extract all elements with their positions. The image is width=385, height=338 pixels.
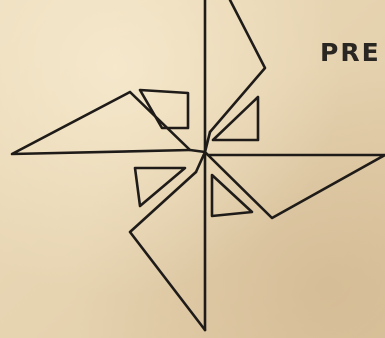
right-blade bbox=[208, 155, 385, 218]
bottom-blade bbox=[130, 172, 205, 330]
center-burst bbox=[190, 132, 210, 172]
heading-text: PRE bbox=[320, 38, 381, 67]
inner-piece-lower-right bbox=[212, 175, 252, 216]
inner-piece-lower-left bbox=[135, 168, 185, 206]
left-blade bbox=[12, 92, 190, 154]
